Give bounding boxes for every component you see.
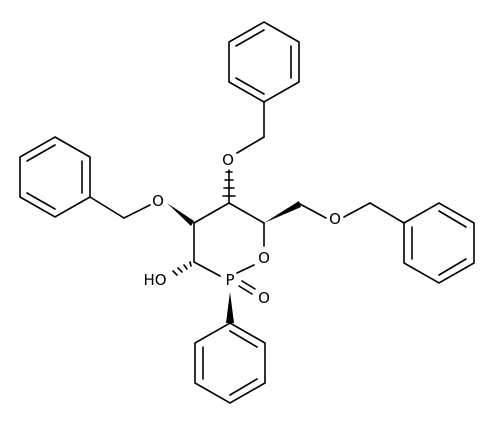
- atom-hydroxyl: HO: [143, 271, 166, 289]
- wedge-bond-c5-ch2: [264, 201, 301, 223]
- atom-p: P: [225, 271, 234, 289]
- atom-o-benzyloxy-right: O: [329, 210, 341, 228]
- phosphinane-ring: [193, 202, 265, 277]
- benzene-ring-bottom: [194, 322, 266, 404]
- bond-p-oxo-a: [238, 285, 253, 295]
- wedge-bond-c3-o: [167, 203, 194, 226]
- atom-o-ring: O: [258, 249, 270, 267]
- hashed-bond-c2-oh: [172, 261, 192, 276]
- benzene-ring-top: [228, 21, 300, 103]
- benzene-ring-left: [19, 136, 91, 218]
- bond-left-ch2-o: [123, 204, 151, 219]
- atom-p-oxo: O: [258, 289, 270, 307]
- bond-top-ch2-o: [236, 136, 265, 154]
- bond-o-ch2-right: [343, 202, 371, 218]
- bond-p-oxo-b: [241, 280, 256, 290]
- wedge-bond-p-phenyl: [226, 292, 234, 323]
- atom-o-benzyloxy-left: O: [152, 192, 164, 210]
- bond-ch2-phenyl-right: [369, 202, 405, 224]
- bond-left-benzyl-ch2: [89, 196, 125, 219]
- hashed-bond-c4-o: [222, 171, 236, 197]
- atom-o-benzyloxy-top: O: [222, 151, 234, 169]
- bond-ch2-o-right: [299, 203, 327, 219]
- benzene-ring-right: [403, 202, 475, 284]
